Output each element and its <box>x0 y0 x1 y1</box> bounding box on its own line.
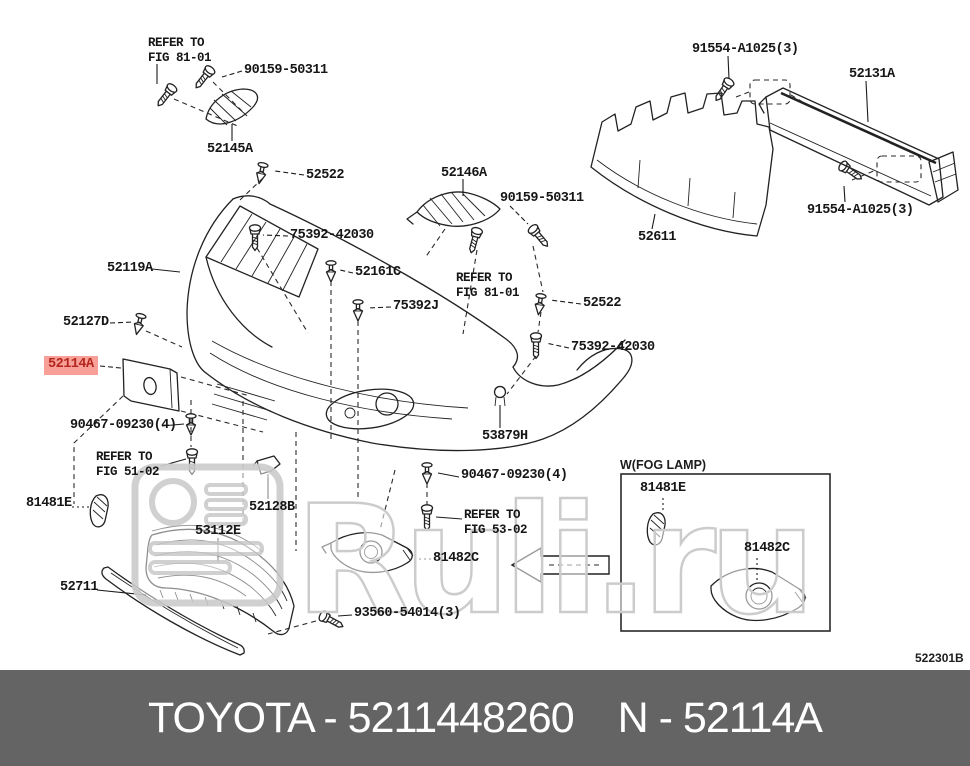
label-52711: 52711 <box>60 580 99 595</box>
label-93560-54014: 93560-54014(3) <box>354 606 461 621</box>
label-refer-fig-51-02: REFER TO FIG 51-02 <box>96 450 160 479</box>
label-52522-left: 52522 <box>306 168 345 183</box>
label-81481e-main: 81481E <box>26 496 72 511</box>
label-52522-right: 52522 <box>583 296 622 311</box>
label-refer-fig-81-01-mid: REFER TO FIG 81-01 <box>456 271 520 300</box>
label-81482c-main: 81482C <box>433 551 479 566</box>
label-53112e: 53112E <box>195 524 241 539</box>
label-75392-42030-left: 75392-42030 <box>290 228 374 243</box>
label-refer-fig-53-02: REFER TO FIG 53-02 <box>464 508 528 537</box>
label-91554-a1025-bottom: 91554-A1025(3) <box>807 203 914 218</box>
diagram-code: 522301B <box>915 651 964 665</box>
label-52114a: 52114A <box>44 356 98 375</box>
label-52611: 52611 <box>638 230 677 245</box>
footer-part-number: TOYOTA - 5211448260 <box>148 693 575 742</box>
label-75392-42030-right: 75392-42030 <box>571 340 655 355</box>
label-refer-fig-81-01-top: REFER TO FIG 81-01 <box>148 36 212 65</box>
label-91554-a1025-top: 91554-A1025(3) <box>692 42 799 57</box>
labels-layer: REFER TO FIG 81-01 90159-50311 52145A 52522… <box>26 36 914 621</box>
label-52161c: 52161C <box>355 265 401 280</box>
label-75392j: 75392J <box>393 299 439 314</box>
label-90467-09230-top: 90467-09230(4) <box>70 418 177 433</box>
label-52128b: 52128B <box>249 500 295 515</box>
footer-part-code: N - 52114A <box>617 693 823 742</box>
label-90467-09230-bottom: 90467-09230(4) <box>461 468 568 483</box>
label-90159-50311-top: 90159-50311 <box>244 63 328 78</box>
label-52145a: 52145A <box>207 142 253 157</box>
label-81481e-fog: 81481E <box>640 481 686 496</box>
label-81482c-fog: 81482C <box>744 541 790 556</box>
label-52127d: 52127D <box>63 315 109 330</box>
label-90159-50311-mid: 90159-50311 <box>500 191 584 206</box>
label-52146a: 52146A <box>441 166 487 181</box>
label-52119a: 52119A <box>107 261 153 276</box>
label-53879h: 53879H <box>482 429 528 444</box>
label-52131a: 52131A <box>849 67 895 82</box>
footer-bar: TOYOTA - 5211448260 N - 52114A <box>0 670 970 766</box>
fog-lamp-box-title: W(FOG LAMP) <box>620 458 707 472</box>
